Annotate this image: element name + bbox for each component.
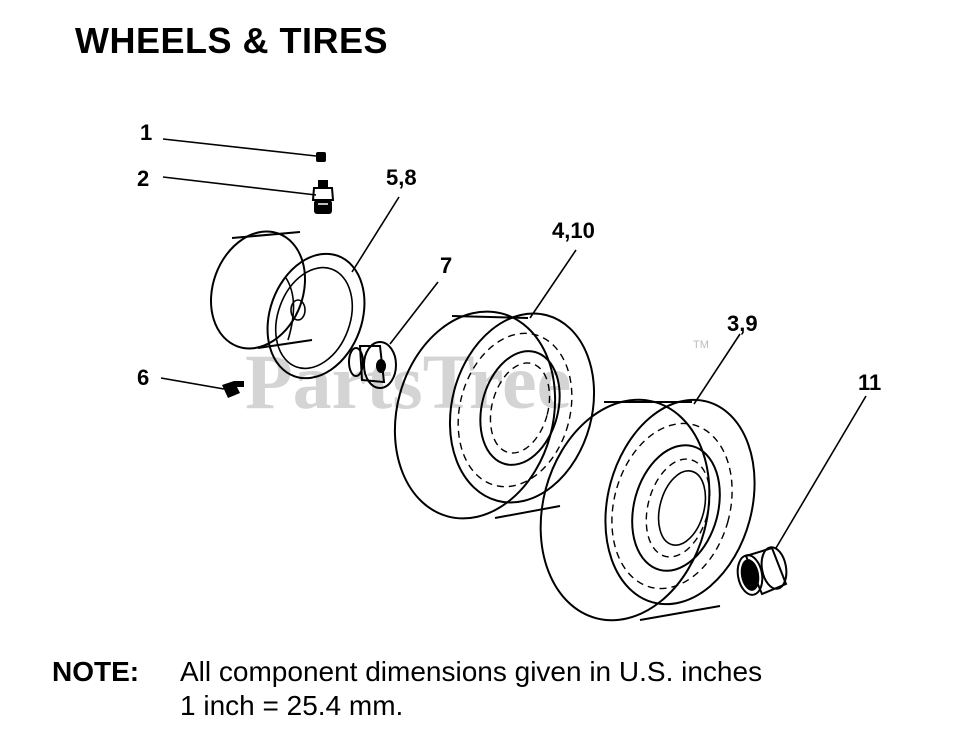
callout-1: 1 bbox=[140, 120, 152, 145]
part-front-tire bbox=[393, 310, 596, 520]
note-line-1: All component dimensions given in U.S. i… bbox=[180, 656, 763, 687]
part-rear-tire bbox=[539, 398, 756, 622]
part-bushing bbox=[348, 341, 397, 389]
callout-7: 7 bbox=[440, 253, 452, 278]
note-label: NOTE: bbox=[52, 656, 140, 687]
part-valve-stem bbox=[311, 180, 335, 214]
watermark-trademark: TM bbox=[693, 339, 709, 351]
note-text: All component dimensions given in U.S. i… bbox=[180, 655, 762, 723]
callout-3-9: 3,9 bbox=[727, 311, 758, 336]
part-rim bbox=[209, 230, 366, 380]
note-line-2: 1 inch = 25.4 mm. bbox=[180, 690, 404, 721]
callout-6: 6 bbox=[137, 365, 149, 390]
callout-2: 2 bbox=[137, 166, 149, 191]
callout-11: 11 bbox=[858, 370, 881, 395]
leader-lines bbox=[160, 138, 867, 549]
part-hub-cap bbox=[736, 546, 788, 596]
part-valve-cap bbox=[316, 152, 326, 162]
part-bolt bbox=[222, 381, 244, 398]
callout-4-10: 4,10 bbox=[552, 218, 595, 243]
page-title: WHEELS & TIRES bbox=[75, 20, 389, 61]
callout-5-8: 5,8 bbox=[386, 165, 417, 190]
